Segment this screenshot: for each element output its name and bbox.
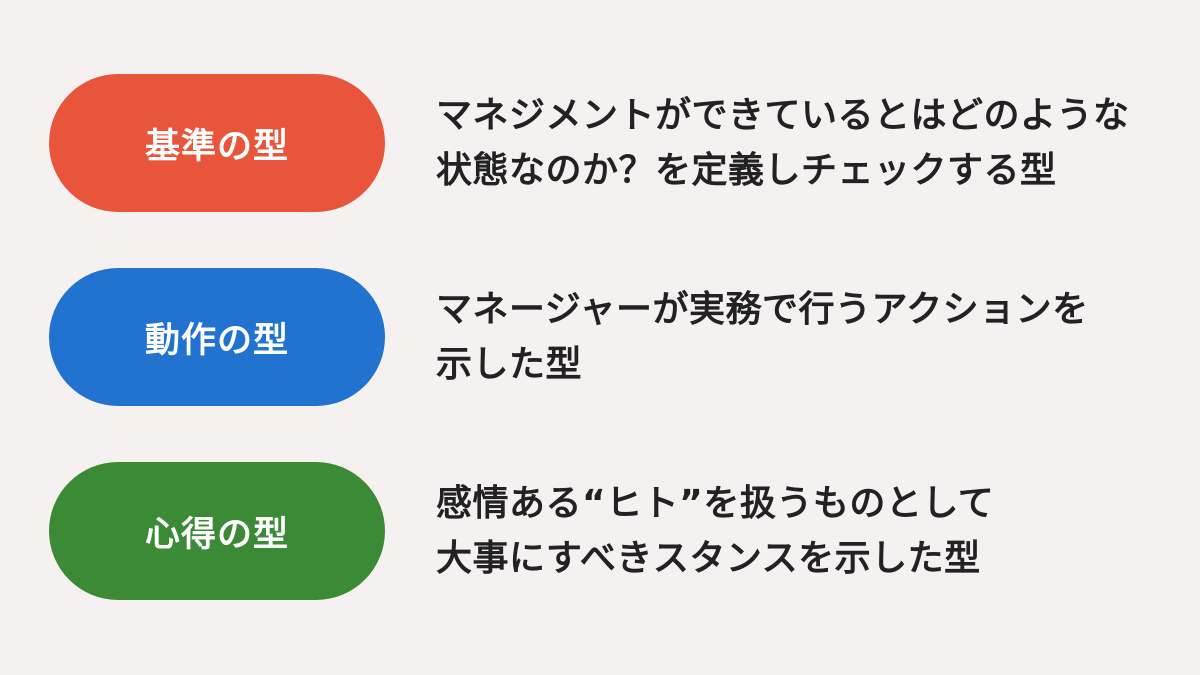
- pill-kijun: 基準の型: [49, 74, 385, 212]
- pill-label: 動作の型: [144, 320, 289, 361]
- pill-label: 基準の型: [144, 126, 289, 167]
- row-kokoroe: 心得の型 感情ある“ヒト”を扱うものとして 大事にすべきスタンスを示した型: [49, 462, 1169, 600]
- description-line: 感情ある“ヒト”を扱うものとして: [436, 483, 995, 524]
- description-line: 状態なのか？を定義しチェックする型: [436, 150, 1057, 191]
- pill-label: 心得の型: [144, 514, 289, 555]
- description-line: マネジメントができているとはどのような: [436, 95, 1130, 136]
- description: 感情ある“ヒト”を扱うものとして 大事にすべきスタンスを示した型: [436, 476, 994, 586]
- description: マネージャーが実務で行うアクションを 示した型: [436, 282, 1089, 392]
- row-kijun: 基準の型 マネジメントができているとはどのような 状態なのか？を定義しチェックす…: [49, 74, 1169, 212]
- description-line: 大事にすべきスタンスを示した型: [436, 538, 981, 579]
- row-dousa: 動作の型 マネージャーが実務で行うアクションを 示した型: [49, 268, 1169, 406]
- description-line: 示した型: [436, 344, 583, 385]
- description: マネジメントができているとはどのような 状態なのか？を定義しチェックする型: [436, 88, 1130, 198]
- description-line: マネージャーが実務で行うアクションを: [436, 289, 1089, 330]
- pill-dousa: 動作の型: [49, 268, 385, 406]
- pill-kokoroe: 心得の型: [49, 462, 385, 600]
